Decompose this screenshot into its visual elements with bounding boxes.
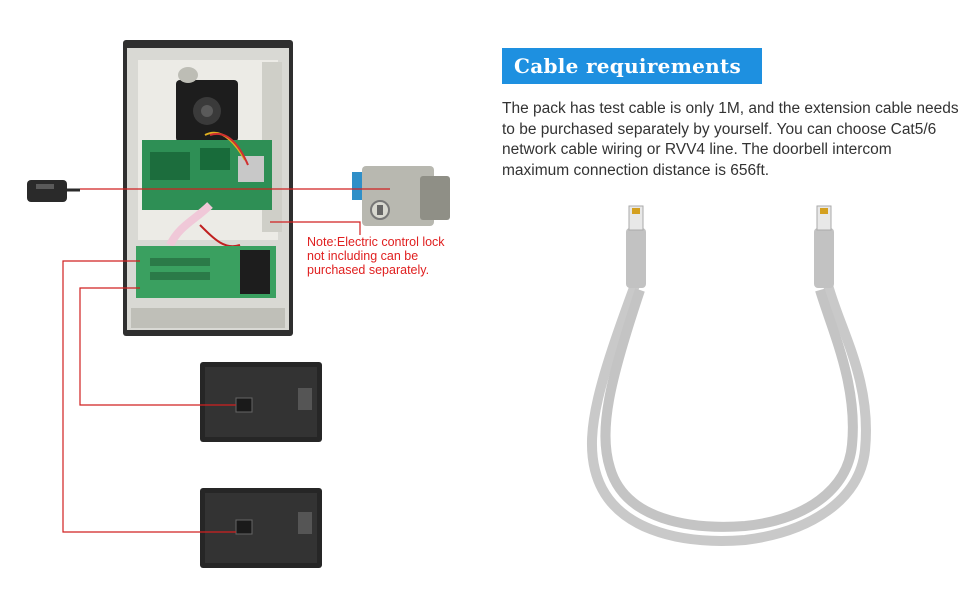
power-adapter-icon	[27, 180, 80, 202]
indoor-monitor-icon	[200, 362, 322, 442]
note-line-2: not including can be	[307, 249, 419, 263]
note-line-3: purchased separately.	[307, 263, 430, 277]
indoor-monitor-icon	[200, 488, 322, 568]
header-bar	[502, 48, 762, 84]
outdoor-unit-icon	[123, 40, 293, 336]
page-title: Cable requirements	[514, 54, 742, 78]
electric-lock-icon	[352, 166, 450, 226]
lock-note: Note:Electric control lock not including…	[307, 235, 445, 277]
ethernet-cable-icon	[586, 205, 871, 546]
cable-description: The pack has test cable is only 1M, and …	[502, 100, 959, 179]
note-line-1: Note:Electric control lock	[307, 235, 445, 249]
connection-wires	[62, 188, 390, 533]
